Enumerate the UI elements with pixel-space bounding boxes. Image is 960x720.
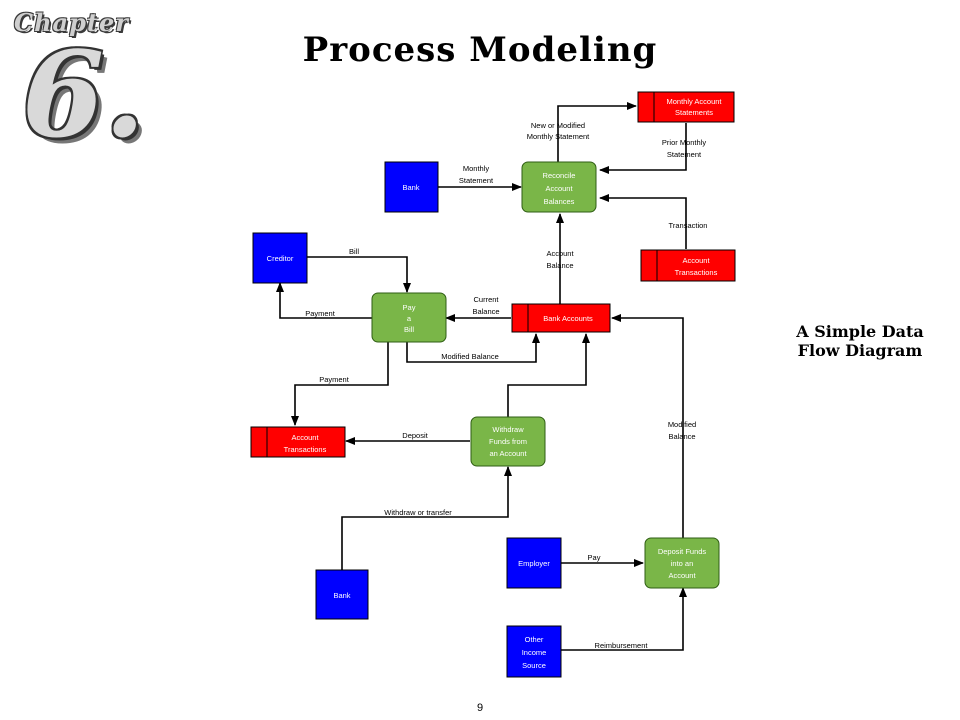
process-reconcile-label-3: Balances <box>544 197 575 206</box>
entity-bank-top-box <box>384 161 439 213</box>
label-pay: Pay <box>588 553 601 562</box>
process-pay-bill-label-1: Pay <box>403 303 416 312</box>
entity-employer: Employer <box>506 537 562 589</box>
flow-transaction <box>599 194 687 249</box>
label-prior-monthly-1: Prior Monthly <box>662 138 706 147</box>
entity-creditor: Creditor <box>252 232 308 284</box>
label-withdraw-or-transfer: Withdraw or transfer <box>384 508 452 517</box>
process-deposit-box <box>644 537 720 589</box>
entity-other-income-label-1: Other <box>525 635 544 644</box>
label-reimbursement: Reimbursement <box>595 641 649 650</box>
process-pay-bill-box <box>371 292 447 343</box>
label-bill: Bill <box>349 247 359 256</box>
process-withdraw-box <box>470 416 546 467</box>
entity-creditor-box <box>252 232 308 284</box>
flow-modified-balance-deposit <box>611 314 684 538</box>
process-withdraw-funds: Withdraw Funds from an Account <box>470 416 546 467</box>
flow-labels: New or Modified Monthly Statement Prior … <box>305 121 707 650</box>
label-modified-balance-pay: Modified Balance <box>441 352 499 361</box>
entity-other-income-source-box <box>506 625 562 678</box>
process-deposit-label-1: Deposit Funds <box>658 547 707 556</box>
store-monthly-statements-label-1: Monthly Account <box>666 97 722 106</box>
label-transaction: Transaction <box>669 221 708 230</box>
flow-payment-to-creditor <box>276 282 372 319</box>
label-monthly-statement-2: Statement <box>459 176 494 185</box>
process-deposit-label-3: Account <box>668 571 696 580</box>
chapter-number: 6. <box>22 25 146 164</box>
entity-bank-bottom-box <box>315 569 369 620</box>
label-modified-balance-deposit-1: Modified <box>668 420 696 429</box>
entity-employer-label: Employer <box>518 559 550 568</box>
caption-line-1: A Simple Data <box>796 322 924 341</box>
store-account-transactions-right-label-2: Transactions <box>675 268 718 277</box>
entity-other-income-label-2: Income <box>522 648 547 657</box>
entity-bank-top: Bank <box>384 161 439 213</box>
process-deposit-label-2: into an <box>671 559 694 568</box>
diagram-caption: A Simple Data Flow Diagram <box>770 322 950 360</box>
process-reconcile-label-1: Reconcile <box>543 171 576 180</box>
process-withdraw-label-2: Funds from <box>489 437 527 446</box>
store-monthly-statements-label-2: Statements <box>675 108 713 117</box>
label-current-balance-2: Balance <box>472 307 499 316</box>
chapter-word: Chapter <box>14 8 129 37</box>
process-pay-bill-label-2: a <box>407 314 412 323</box>
flow-new-modified-statement <box>557 102 637 162</box>
store-account-transactions-right: Account Transactions <box>640 249 736 282</box>
entity-employer-box <box>506 537 562 589</box>
process-pay-a-bill: Pay a Bill <box>371 292 447 343</box>
entity-bank-top-label: Bank <box>402 183 419 192</box>
label-account-balance-2: Balance <box>546 261 573 270</box>
label-payment-to-creditor: Payment <box>305 309 336 318</box>
entity-other-income-source: Other Income Source <box>506 625 562 678</box>
label-new-modified-2: Monthly Statement <box>527 132 590 141</box>
flow-prior-monthly-statement <box>599 123 687 174</box>
process-withdraw-label-3: an Account <box>489 449 527 458</box>
caption-line-2: Flow Diagram <box>797 341 923 360</box>
label-current-balance-1: Current <box>473 295 499 304</box>
store-monthly-account-statements: Monthly Account Statements <box>637 91 735 123</box>
label-payment-to-transactions: Payment <box>319 375 350 384</box>
entity-bank-bottom: Bank <box>315 569 369 620</box>
store-account-transactions-left-label-2: Transactions <box>284 445 327 454</box>
page-number: 9 <box>476 702 484 714</box>
entity-bank-bottom-label: Bank <box>333 591 350 600</box>
process-reconcile-box <box>521 161 597 213</box>
process-deposit-funds: Deposit Funds into an Account <box>644 537 720 589</box>
label-prior-monthly-2: Statement <box>667 150 702 159</box>
entity-other-income-label-3: Source <box>522 661 546 670</box>
store-bank-accounts: Bank Accounts <box>511 303 611 333</box>
label-deposit: Deposit <box>402 431 428 440</box>
label-modified-balance-deposit-2: Balance <box>668 432 695 441</box>
flow-payment-to-transactions <box>291 342 389 426</box>
flow-modified-balance-pay <box>406 333 540 363</box>
flow-reimbursement <box>561 587 687 651</box>
process-reconcile-label-2: Account <box>545 184 573 193</box>
flow-lines <box>276 102 687 651</box>
store-account-transactions-left-label-1: Account <box>291 433 319 442</box>
store-account-transactions-right-label-1: Account <box>682 256 710 265</box>
page-title: Process Modeling <box>302 30 658 70</box>
process-withdraw-label-1: Withdraw <box>492 425 524 434</box>
flow-withdraw-to-bank-accounts <box>507 333 590 417</box>
process-pay-bill-label-3: Bill <box>404 325 414 334</box>
entity-creditor-label: Creditor <box>267 254 294 263</box>
flow-withdraw-or-transfer <box>341 466 512 570</box>
label-account-balance-1: Account <box>546 249 574 258</box>
process-reconcile-account-balances: Reconcile Account Balances <box>521 161 597 213</box>
label-monthly-statement-1: Monthly <box>463 164 490 173</box>
store-bank-accounts-label: Bank Accounts <box>543 314 593 323</box>
store-account-transactions-left: Account Transactions <box>250 426 346 458</box>
flow-bill <box>307 256 411 293</box>
label-new-modified-1: New or Modified <box>531 121 585 130</box>
